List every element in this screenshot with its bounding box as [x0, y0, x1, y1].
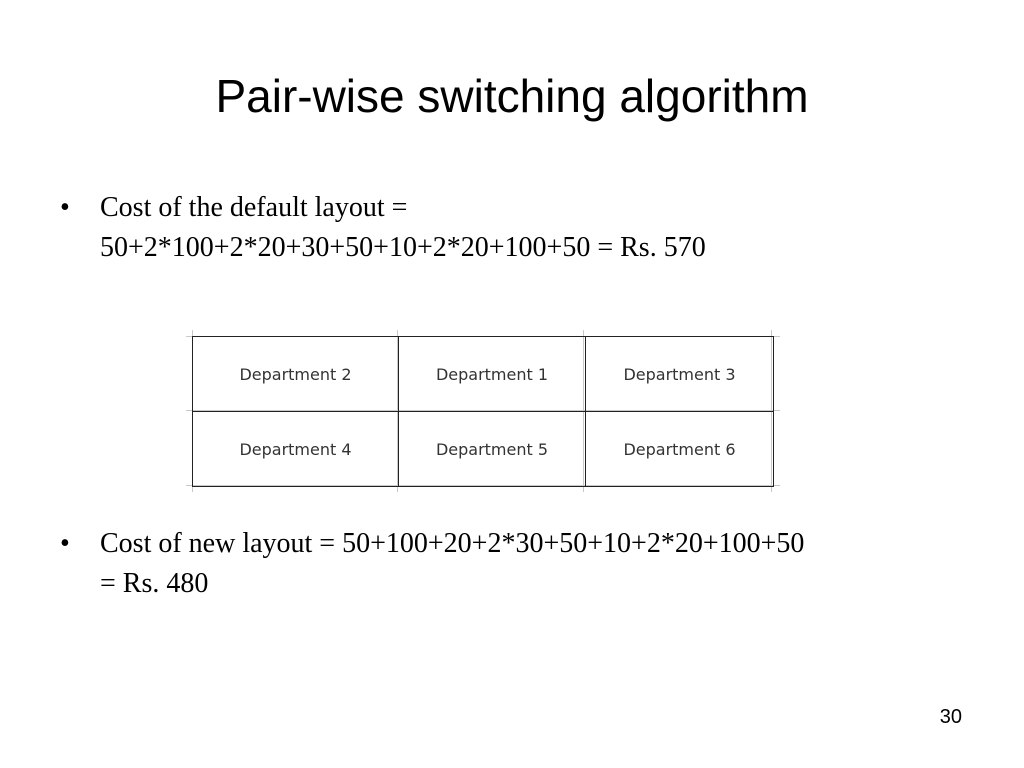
table-row: Department 2 Department 1 Department 3 [192, 336, 774, 412]
page-number: 30 [939, 706, 962, 728]
slide-title: Pair-wise switching algorithm [215, 70, 809, 122]
bullet-icon: • [60, 528, 70, 559]
bullet-icon: • [60, 192, 70, 223]
bullet-line: = Rs. 480 [100, 568, 209, 599]
bullet-text: Cost of the default layout = 50+2*100+2*… [100, 188, 980, 268]
bullet-line: Cost of new layout = 50+100+20+2*30+50+1… [100, 528, 805, 559]
bullet-text: Cost of new layout = 50+100+20+2*30+50+1… [100, 524, 980, 604]
table-cell: Department 4 [192, 411, 399, 487]
bullet-new-layout-cost: • Cost of new layout = 50+100+20+2*30+50… [60, 524, 980, 604]
bullet-line: Cost of the default layout = [100, 192, 408, 223]
bullet-line: 50+2*100+2*20+30+50+10+2*20+100+50 = Rs.… [100, 232, 706, 263]
department-layout-figure: Department 2 Department 1 Department 3 D… [186, 330, 780, 492]
bullet-default-layout-cost: • Cost of the default layout = 50+2*100+… [60, 188, 980, 268]
table-row: Department 4 Department 5 Department 6 [192, 411, 774, 487]
table-cell: Department 2 [192, 336, 399, 412]
department-layout-table: Department 2 Department 1 Department 3 D… [192, 336, 774, 487]
table-cell: Department 6 [585, 411, 774, 487]
table-cell: Department 1 [398, 336, 586, 412]
table-cell: Department 5 [398, 411, 586, 487]
table-cell: Department 3 [585, 336, 774, 412]
